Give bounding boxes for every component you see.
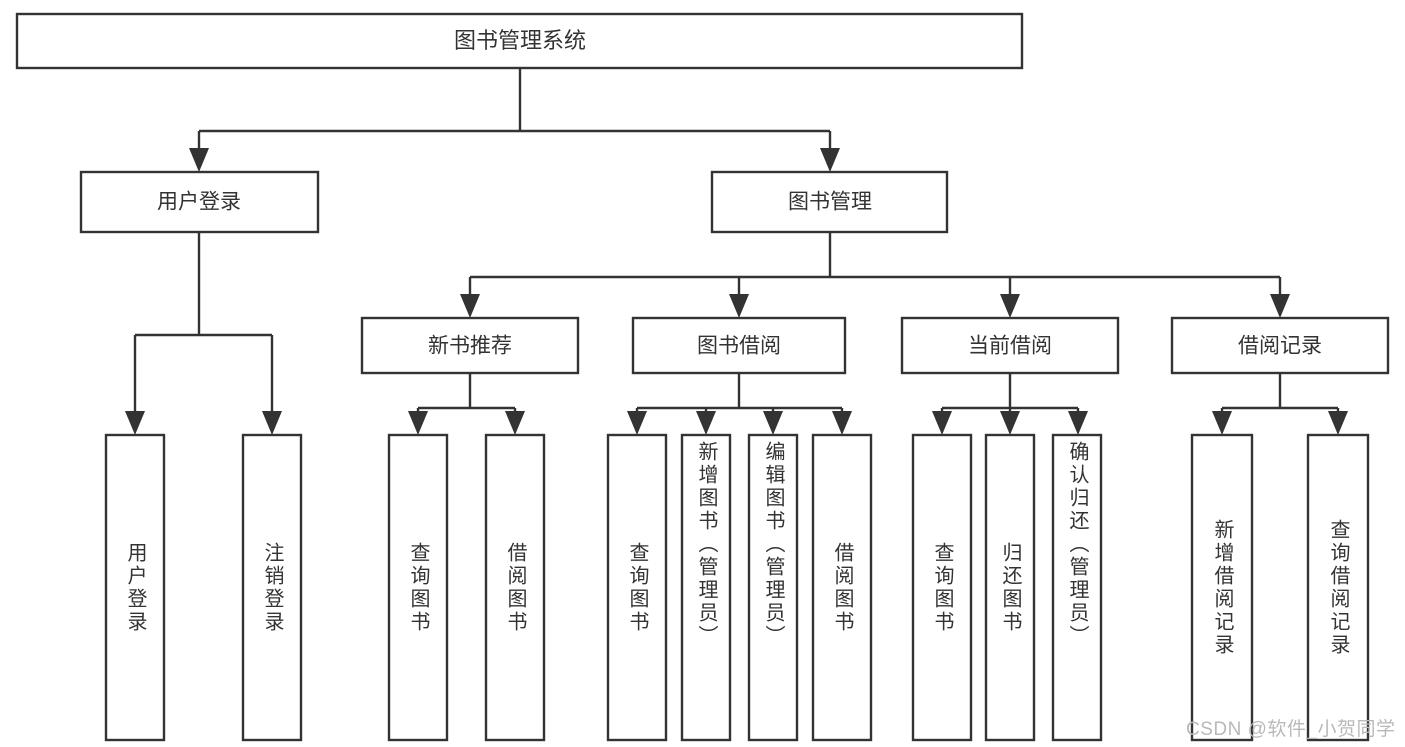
node-new-book-recommend[interactable]: 新书推荐 bbox=[360, 316, 580, 375]
arrow-head-icon bbox=[408, 411, 428, 435]
leaf-box[interactable] bbox=[747, 433, 799, 742]
connector-new-book-to-leaves bbox=[408, 373, 525, 435]
node-book-borrow-label: 图书借阅 bbox=[697, 335, 781, 358]
arrow-head-icon bbox=[763, 411, 783, 435]
node-book-management[interactable]: 图书管理 bbox=[710, 170, 949, 234]
arrow-head-icon bbox=[932, 411, 952, 435]
arrow-head-icon bbox=[832, 411, 852, 435]
arrow-head-icon bbox=[729, 294, 749, 318]
arrow-head-icon bbox=[1270, 294, 1290, 318]
connector-book-manage-to-level3 bbox=[460, 232, 1290, 318]
node-user-login[interactable]: 用户登录 bbox=[79, 170, 320, 234]
connector-current-borrow-to-leaves bbox=[932, 373, 1088, 435]
node-book-management-label: 图书管理 bbox=[788, 191, 872, 214]
arrow-head-icon bbox=[125, 411, 145, 435]
node-borrow-record[interactable]: 借阅记录 bbox=[1170, 316, 1390, 375]
arrow-head-icon bbox=[627, 411, 647, 435]
arrow-head-icon bbox=[696, 411, 716, 435]
node-user-login-label: 用户登录 bbox=[157, 191, 241, 214]
arrow-head-icon bbox=[820, 148, 840, 172]
watermark: CSDN @软件_小贺同学 bbox=[1186, 719, 1396, 740]
arrow-head-icon bbox=[505, 411, 525, 435]
connector-borrow-record-to-leaves bbox=[1212, 373, 1348, 435]
leaf-box[interactable] bbox=[1051, 433, 1103, 742]
leaf-box[interactable] bbox=[241, 433, 303, 742]
leaf-box[interactable] bbox=[811, 433, 873, 742]
node-current-borrow[interactable]: 当前借阅 bbox=[900, 316, 1120, 375]
arrow-head-icon bbox=[1068, 411, 1088, 435]
arrow-head-icon bbox=[1000, 294, 1020, 318]
leaf-box[interactable] bbox=[387, 433, 449, 742]
node-root-system-label: 图书管理系统 bbox=[454, 28, 586, 53]
leaf-box[interactable] bbox=[984, 433, 1036, 742]
node-current-borrow-label: 当前借阅 bbox=[968, 335, 1052, 358]
node-borrow-record-label: 借阅记录 bbox=[1238, 335, 1322, 358]
leaf-box[interactable] bbox=[1190, 433, 1254, 742]
node-root-system[interactable]: 图书管理系统 bbox=[15, 12, 1024, 70]
connector-book-borrow-to-leaves bbox=[627, 373, 852, 435]
arrow-head-icon bbox=[1212, 411, 1232, 435]
node-book-borrow[interactable]: 图书借阅 bbox=[631, 316, 847, 375]
leaf-box[interactable] bbox=[484, 433, 546, 742]
leaf-box[interactable] bbox=[1306, 433, 1370, 742]
leaf-boxes bbox=[104, 433, 1370, 742]
connector-root-to-level2 bbox=[189, 68, 840, 172]
arrow-head-icon bbox=[1328, 411, 1348, 435]
connector-user-login-to-leaves bbox=[125, 232, 282, 435]
leaf-box[interactable] bbox=[680, 433, 732, 742]
node-new-book-recommend-label: 新书推荐 bbox=[428, 335, 512, 358]
leaf-box[interactable] bbox=[104, 433, 166, 742]
leaf-box[interactable] bbox=[606, 433, 668, 742]
arrow-head-icon bbox=[189, 148, 209, 172]
arrow-head-icon bbox=[1000, 411, 1020, 435]
arrow-head-icon bbox=[460, 294, 480, 318]
arrow-head-icon bbox=[262, 411, 282, 435]
leaf-box[interactable] bbox=[911, 433, 973, 742]
